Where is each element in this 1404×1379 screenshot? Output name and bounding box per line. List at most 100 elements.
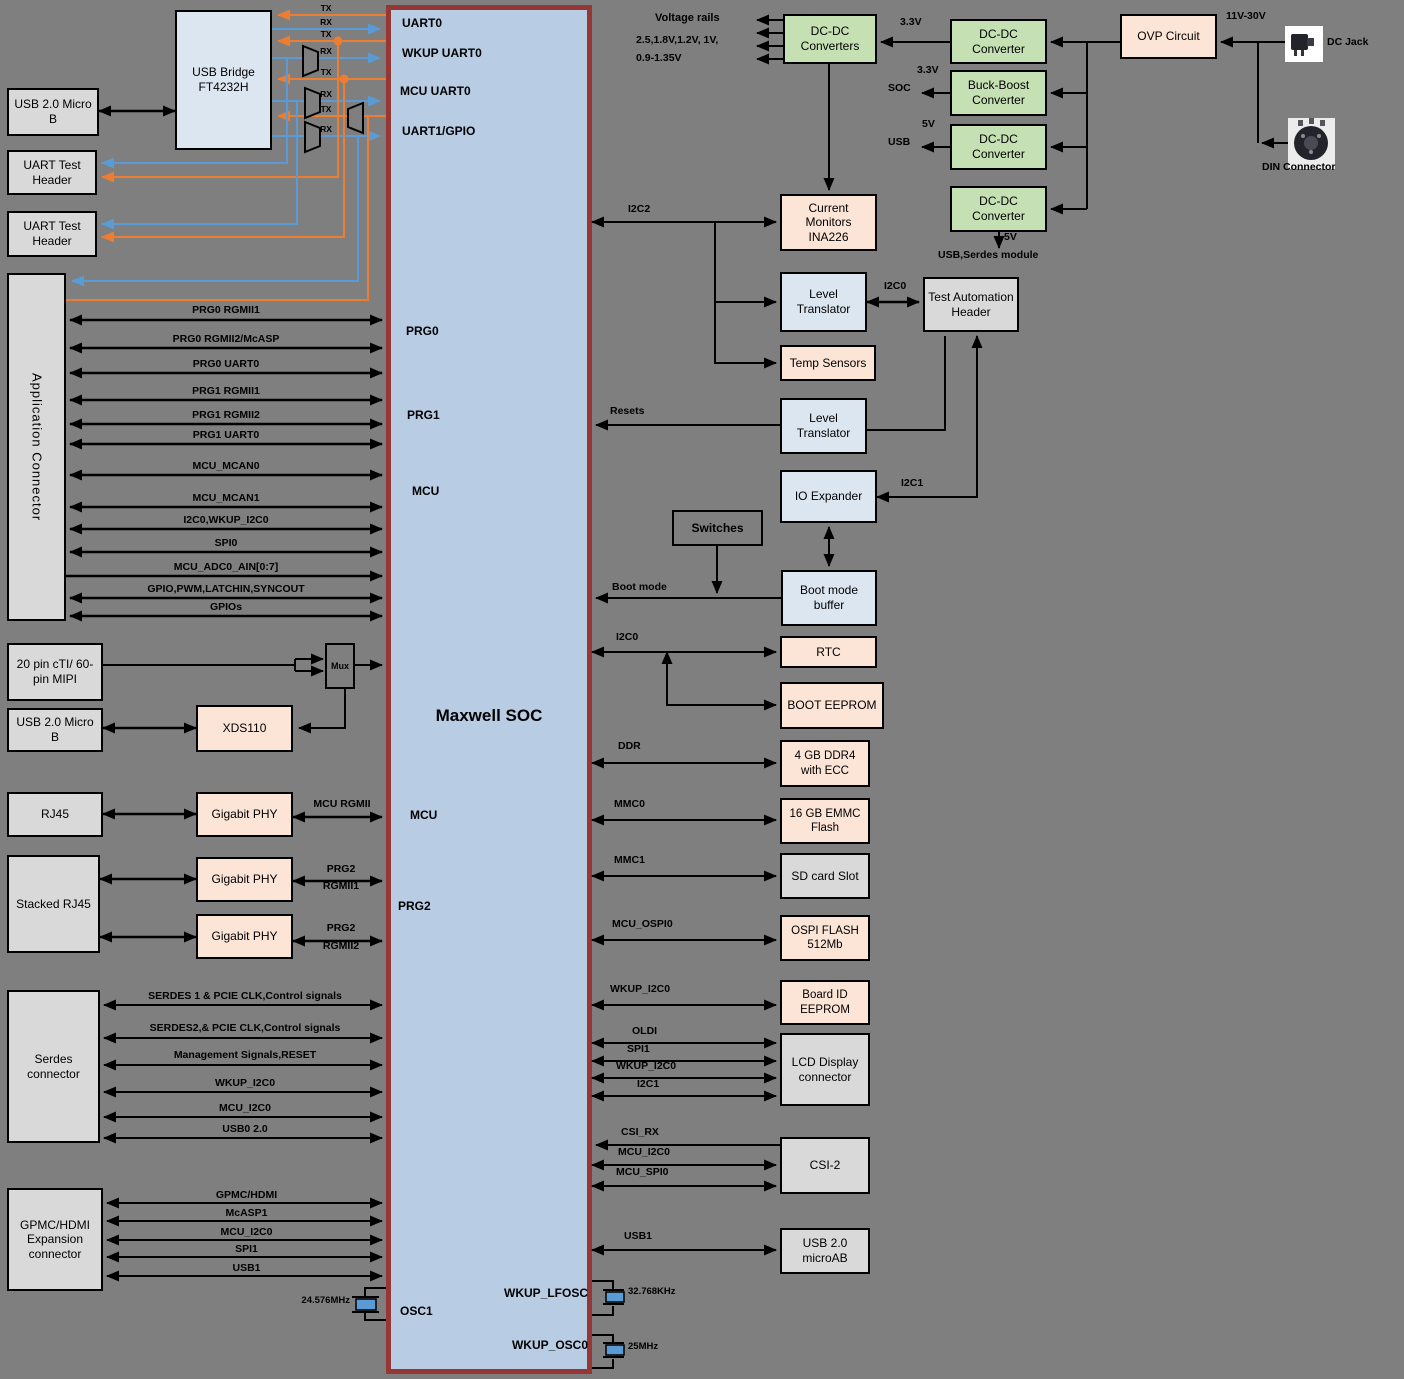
signal-prg1-uart0: PRG1 UART0 — [192, 429, 260, 441]
stacked-rj45-box: Stacked RJ45 — [7, 855, 100, 953]
signal-csi-mcu-i2c0: MCU_I2C0 — [618, 1146, 670, 1158]
signal-mmc0: MMC0 — [614, 798, 645, 810]
signal-serdes-mcu-i2c0: MCU_I2C0 — [219, 1102, 271, 1114]
signal-i2c0-tah: I2C0 — [884, 280, 907, 292]
dcdc-converter-3-box: DC-DC Converter — [950, 186, 1047, 232]
signal-gpmc-spi1: SPI1 — [235, 1243, 258, 1255]
signal-gpmc-hdmi: GPMC/HDMI — [215, 1189, 278, 1201]
signal-prg2-a: PRG2 — [326, 863, 356, 875]
soc-port-prg0: PRG0 — [406, 324, 439, 338]
ovp-circuit-box: OVP Circuit — [1120, 14, 1217, 59]
signal-prg0-rgmii2-mcasp: PRG0 RGMII2/McASP — [172, 333, 280, 345]
lcd-connector-box: LCD Display connector — [780, 1033, 870, 1106]
rx-label-4: RX — [320, 124, 332, 134]
rail-5v-a: 5V — [922, 118, 935, 130]
emmc-box: 16 GB EMMC Flash — [780, 798, 870, 844]
soc-port-mcu-lower: MCU — [410, 808, 438, 822]
input-range-label: 11V-30V — [1226, 10, 1266, 22]
clock-32khz-label: 32.768KHz — [628, 1286, 676, 1297]
rx-label-3: RX — [320, 89, 332, 99]
application-connector-box: Application Connector — [7, 273, 66, 621]
signal-prg1-rgmii1: PRG1 RGMII1 — [192, 385, 260, 397]
soc-port-prg1: PRG1 — [407, 408, 440, 422]
signal-lcd-spi1: SPI1 — [627, 1043, 650, 1055]
signal-wkup-i2c0: WKUP_I2C0 — [610, 983, 671, 995]
ospi-flash-box: OSPI FLASH 512Mb — [780, 915, 870, 961]
signal-ddr: DDR — [618, 740, 641, 752]
gigabit-phy-1-box: Gigabit PHY — [196, 792, 293, 837]
usb-serdes-module-label: USB,Serdes module — [938, 249, 1039, 261]
buck-boost-box: Buck-Boost Converter — [950, 70, 1047, 116]
test-automation-header-box: Test Automation Header — [923, 277, 1019, 332]
signal-boot-mode: Boot mode — [612, 581, 667, 593]
rtc-box: RTC — [780, 636, 877, 668]
soc-port-osc1: OSC1 — [400, 1304, 433, 1318]
signal-mcu-mcan1: MCU_MCAN1 — [192, 492, 260, 504]
signal-spi0: SPI0 — [214, 537, 238, 549]
signal-prg0-rgmii1: PRG0 RGMII1 — [192, 304, 260, 316]
signal-i2c0-rtc: I2C0 — [616, 631, 639, 643]
current-monitors-box: Current Monitors INA226 — [780, 194, 877, 251]
boot-eeprom-box: BOOT EEPROM — [780, 682, 884, 729]
signal-serdes1: SERDES 1 & PCIE CLK,Control signals — [148, 990, 342, 1002]
rail-3v3-a: 3.3V — [900, 16, 922, 28]
rail-usb-tag: USB — [888, 136, 911, 148]
soc-port-uart0: UART0 — [402, 16, 443, 30]
voltage-rails-line2: 0.9-1.35V — [636, 52, 682, 64]
signal-mcu-ospi0: MCU_OSPI0 — [612, 918, 673, 930]
csi2-box: CSI-2 — [780, 1137, 870, 1194]
signal-gpmc-mcu-i2c0: MCU_I2C0 — [220, 1226, 273, 1238]
signal-gpio-pwm: GPIO,PWM,LATCHIN,SYNCOUT — [147, 583, 305, 595]
level-translator-1-box: Level Translator — [780, 272, 867, 332]
tx-label-1: TX — [320, 3, 332, 13]
signal-oldi: OLDI — [632, 1025, 658, 1037]
gpmc-connector-box: GPMC/HDMI Expansion connector — [7, 1188, 103, 1291]
temp-sensors-box: Temp Sensors — [780, 345, 876, 381]
gigabit-phy-2-box: Gigabit PHY — [196, 857, 293, 902]
signal-resets: Resets — [610, 405, 645, 417]
ddr4-box: 4 GB DDR4 with ECC — [780, 740, 870, 787]
uart-test-header-1-box: UART Test Header — [7, 150, 97, 195]
usb-bridge-box: USB Bridge FT4232H — [175, 10, 272, 150]
signal-prg0-uart0: PRG0 UART0 — [192, 358, 260, 370]
signal-usb0-20: USB0 2.0 — [222, 1123, 268, 1135]
soc-title: Maxwell SOC — [435, 706, 543, 725]
soc-port-wkup-lfosc: WKUP_LFOSC — [504, 1286, 588, 1300]
soc-port-prg2: PRG2 — [398, 899, 431, 913]
dc-jack-label: DC Jack — [1327, 36, 1369, 48]
boot-mode-buffer-box: Boot mode buffer — [781, 570, 877, 626]
tx-label-2: TX — [320, 29, 332, 39]
rail-5v-b: 5V — [1004, 231, 1017, 243]
signal-lcd-i2c1: I2C1 — [637, 1078, 660, 1090]
signal-gpios: GPIOs — [209, 601, 243, 613]
level-translator-2-box: Level Translator — [780, 398, 867, 454]
dcdc-converter-1-box: DC-DC Converter — [950, 19, 1047, 64]
switches-box: Switches — [672, 510, 763, 546]
xds110-box: XDS110 — [196, 705, 293, 752]
mux-box: Mux — [325, 643, 355, 689]
voltage-rails-title: Voltage rails — [655, 12, 720, 24]
rj45-box: RJ45 — [7, 792, 103, 837]
usb-micro-b-debug-box: USB 2.0 Micro B — [7, 708, 103, 752]
soc-port-wkup-osc0: WKUP_OSC0 — [511, 1338, 588, 1352]
tx-label-3: TX — [320, 67, 332, 77]
signal-usb1: USB1 — [624, 1230, 653, 1242]
gigabit-phy-3-box: Gigabit PHY — [196, 914, 293, 959]
signal-mcasp1: McASP1 — [225, 1207, 268, 1219]
signal-gpmc-usb1: USB1 — [232, 1262, 261, 1274]
cti-mipi-box: 20 pin cTI/ 60-pin MIPI — [7, 643, 103, 701]
signal-rgmii1: RGMII1 — [322, 880, 360, 892]
io-expander-box: IO Expander — [780, 470, 877, 523]
signal-i2c1: I2C1 — [901, 477, 924, 489]
serdes-connector-box: Serdes connector — [7, 990, 100, 1143]
clock-24mhz-label: 24.576MHz — [301, 1295, 350, 1306]
din-connector-label: DIN Connector — [1262, 161, 1336, 173]
dc-jack-photo — [1285, 26, 1323, 62]
voltage-rails-line1: 2.5,1.8V,1.2V, 1V, — [636, 34, 719, 46]
uart-test-header-2-box: UART Test Header — [7, 211, 97, 257]
rx-label-2: RX — [320, 46, 332, 56]
signal-mmc1: MMC1 — [614, 854, 645, 866]
signal-i2c2: I2C2 — [628, 203, 651, 215]
